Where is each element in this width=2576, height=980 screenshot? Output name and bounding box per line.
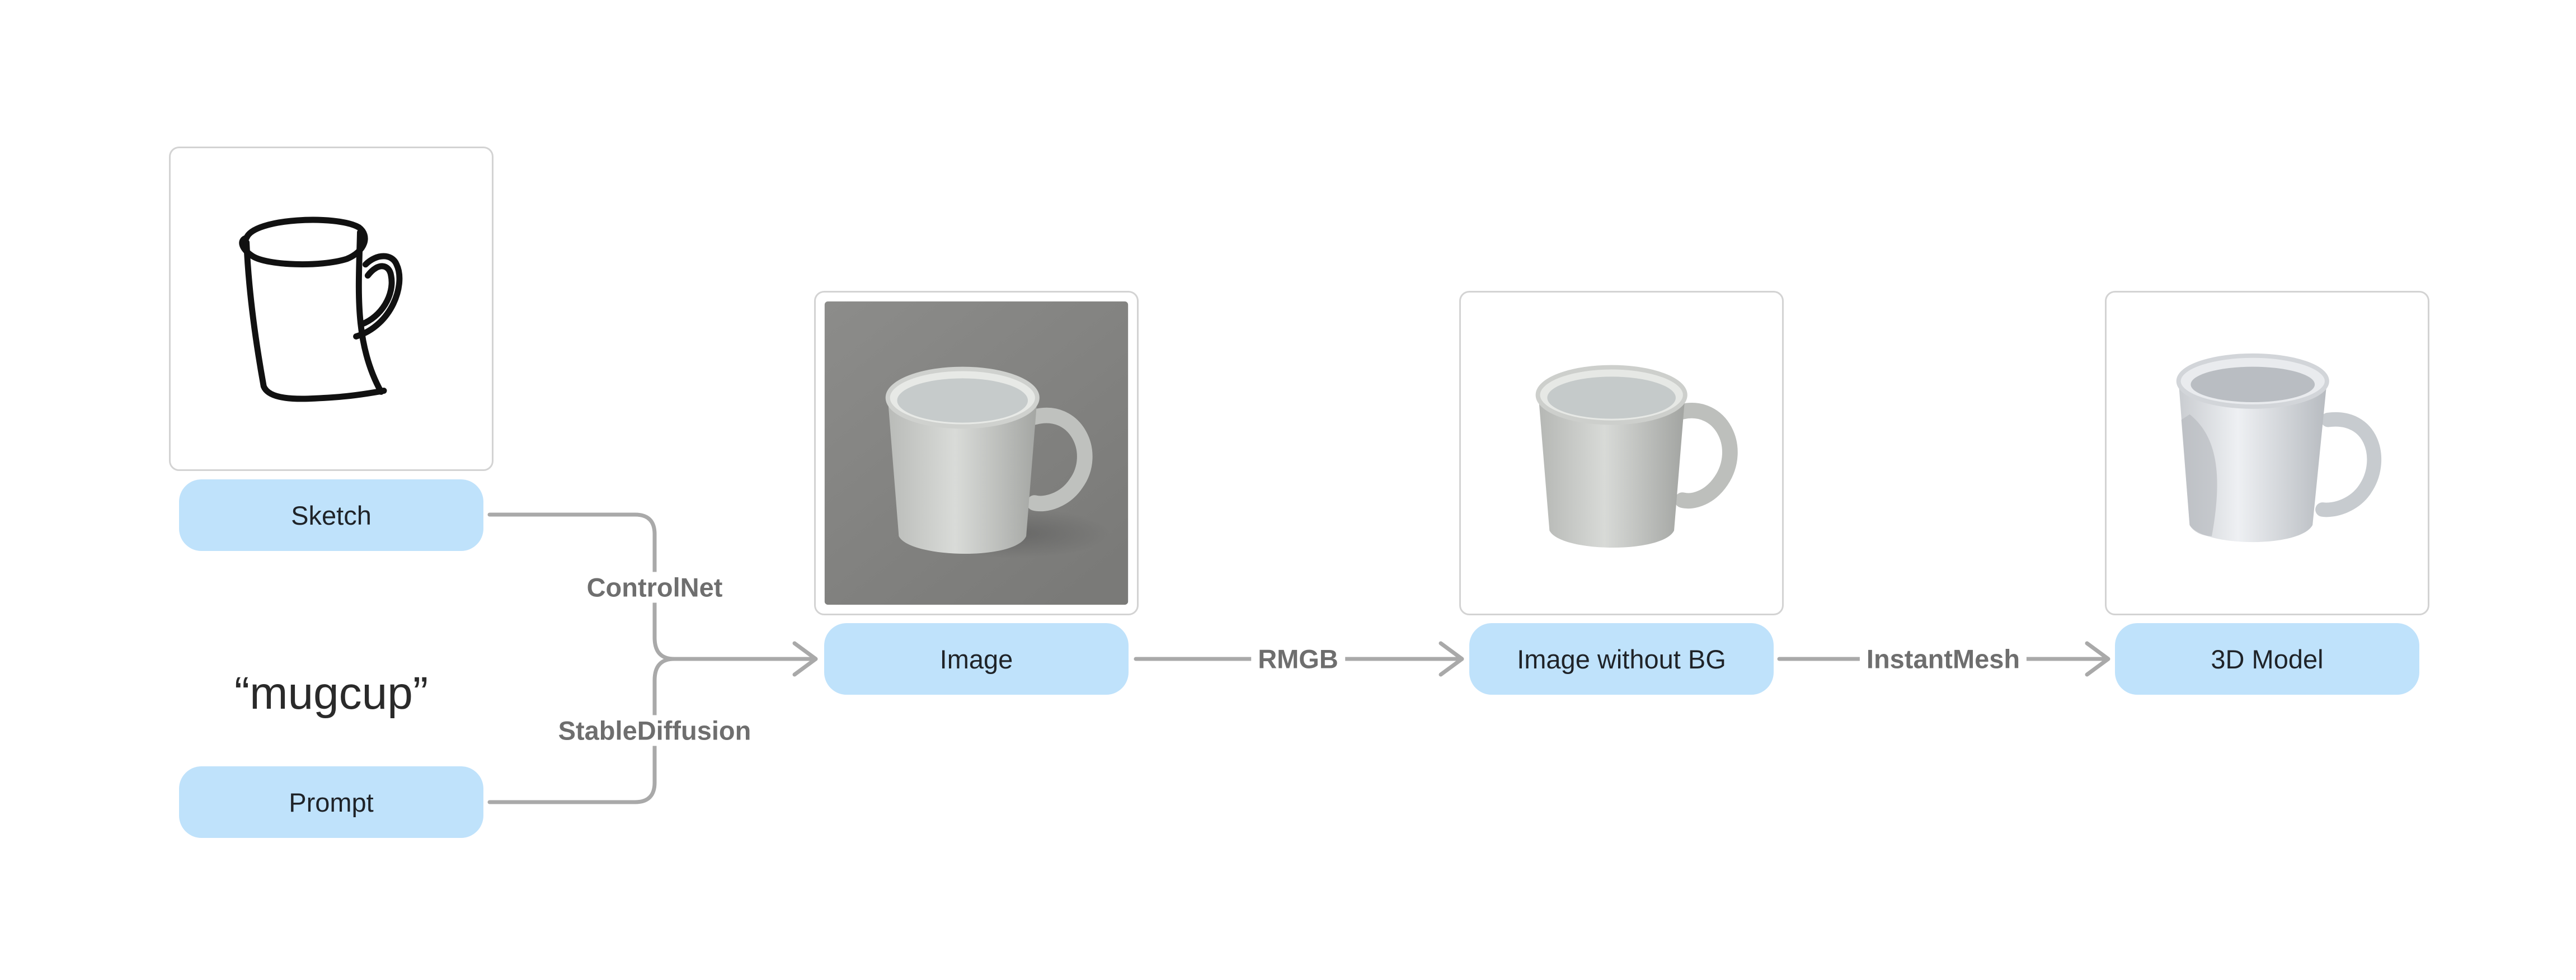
3d-mug-render bbox=[2176, 353, 2382, 543]
controlnet-label: ControlNet bbox=[580, 572, 730, 603]
image-card bbox=[814, 291, 1139, 615]
rmgb-label: RMGB bbox=[1251, 643, 1345, 675]
sketch-node: Sketch bbox=[179, 479, 483, 551]
generated-mug-photo bbox=[824, 301, 1129, 605]
image-input-arrow bbox=[672, 641, 818, 677]
image-without-bg-card bbox=[1459, 291, 1784, 615]
stablediffusion-label: StableDiffusion bbox=[551, 715, 758, 746]
sketch-mug-image bbox=[239, 216, 403, 402]
mug-no-background-image bbox=[1535, 365, 1738, 548]
3d-model-card bbox=[2105, 291, 2429, 615]
3d-model-node: 3D Model bbox=[2115, 623, 2419, 695]
image-node: Image bbox=[824, 623, 1129, 695]
instantmesh-label: InstantMesh bbox=[1859, 643, 2027, 675]
prompt-text: “mugcup” bbox=[234, 668, 429, 719]
sketch-card bbox=[169, 147, 493, 471]
prompt-node: Prompt bbox=[179, 766, 483, 838]
image-without-bg-node: Image without BG bbox=[1469, 623, 1774, 695]
